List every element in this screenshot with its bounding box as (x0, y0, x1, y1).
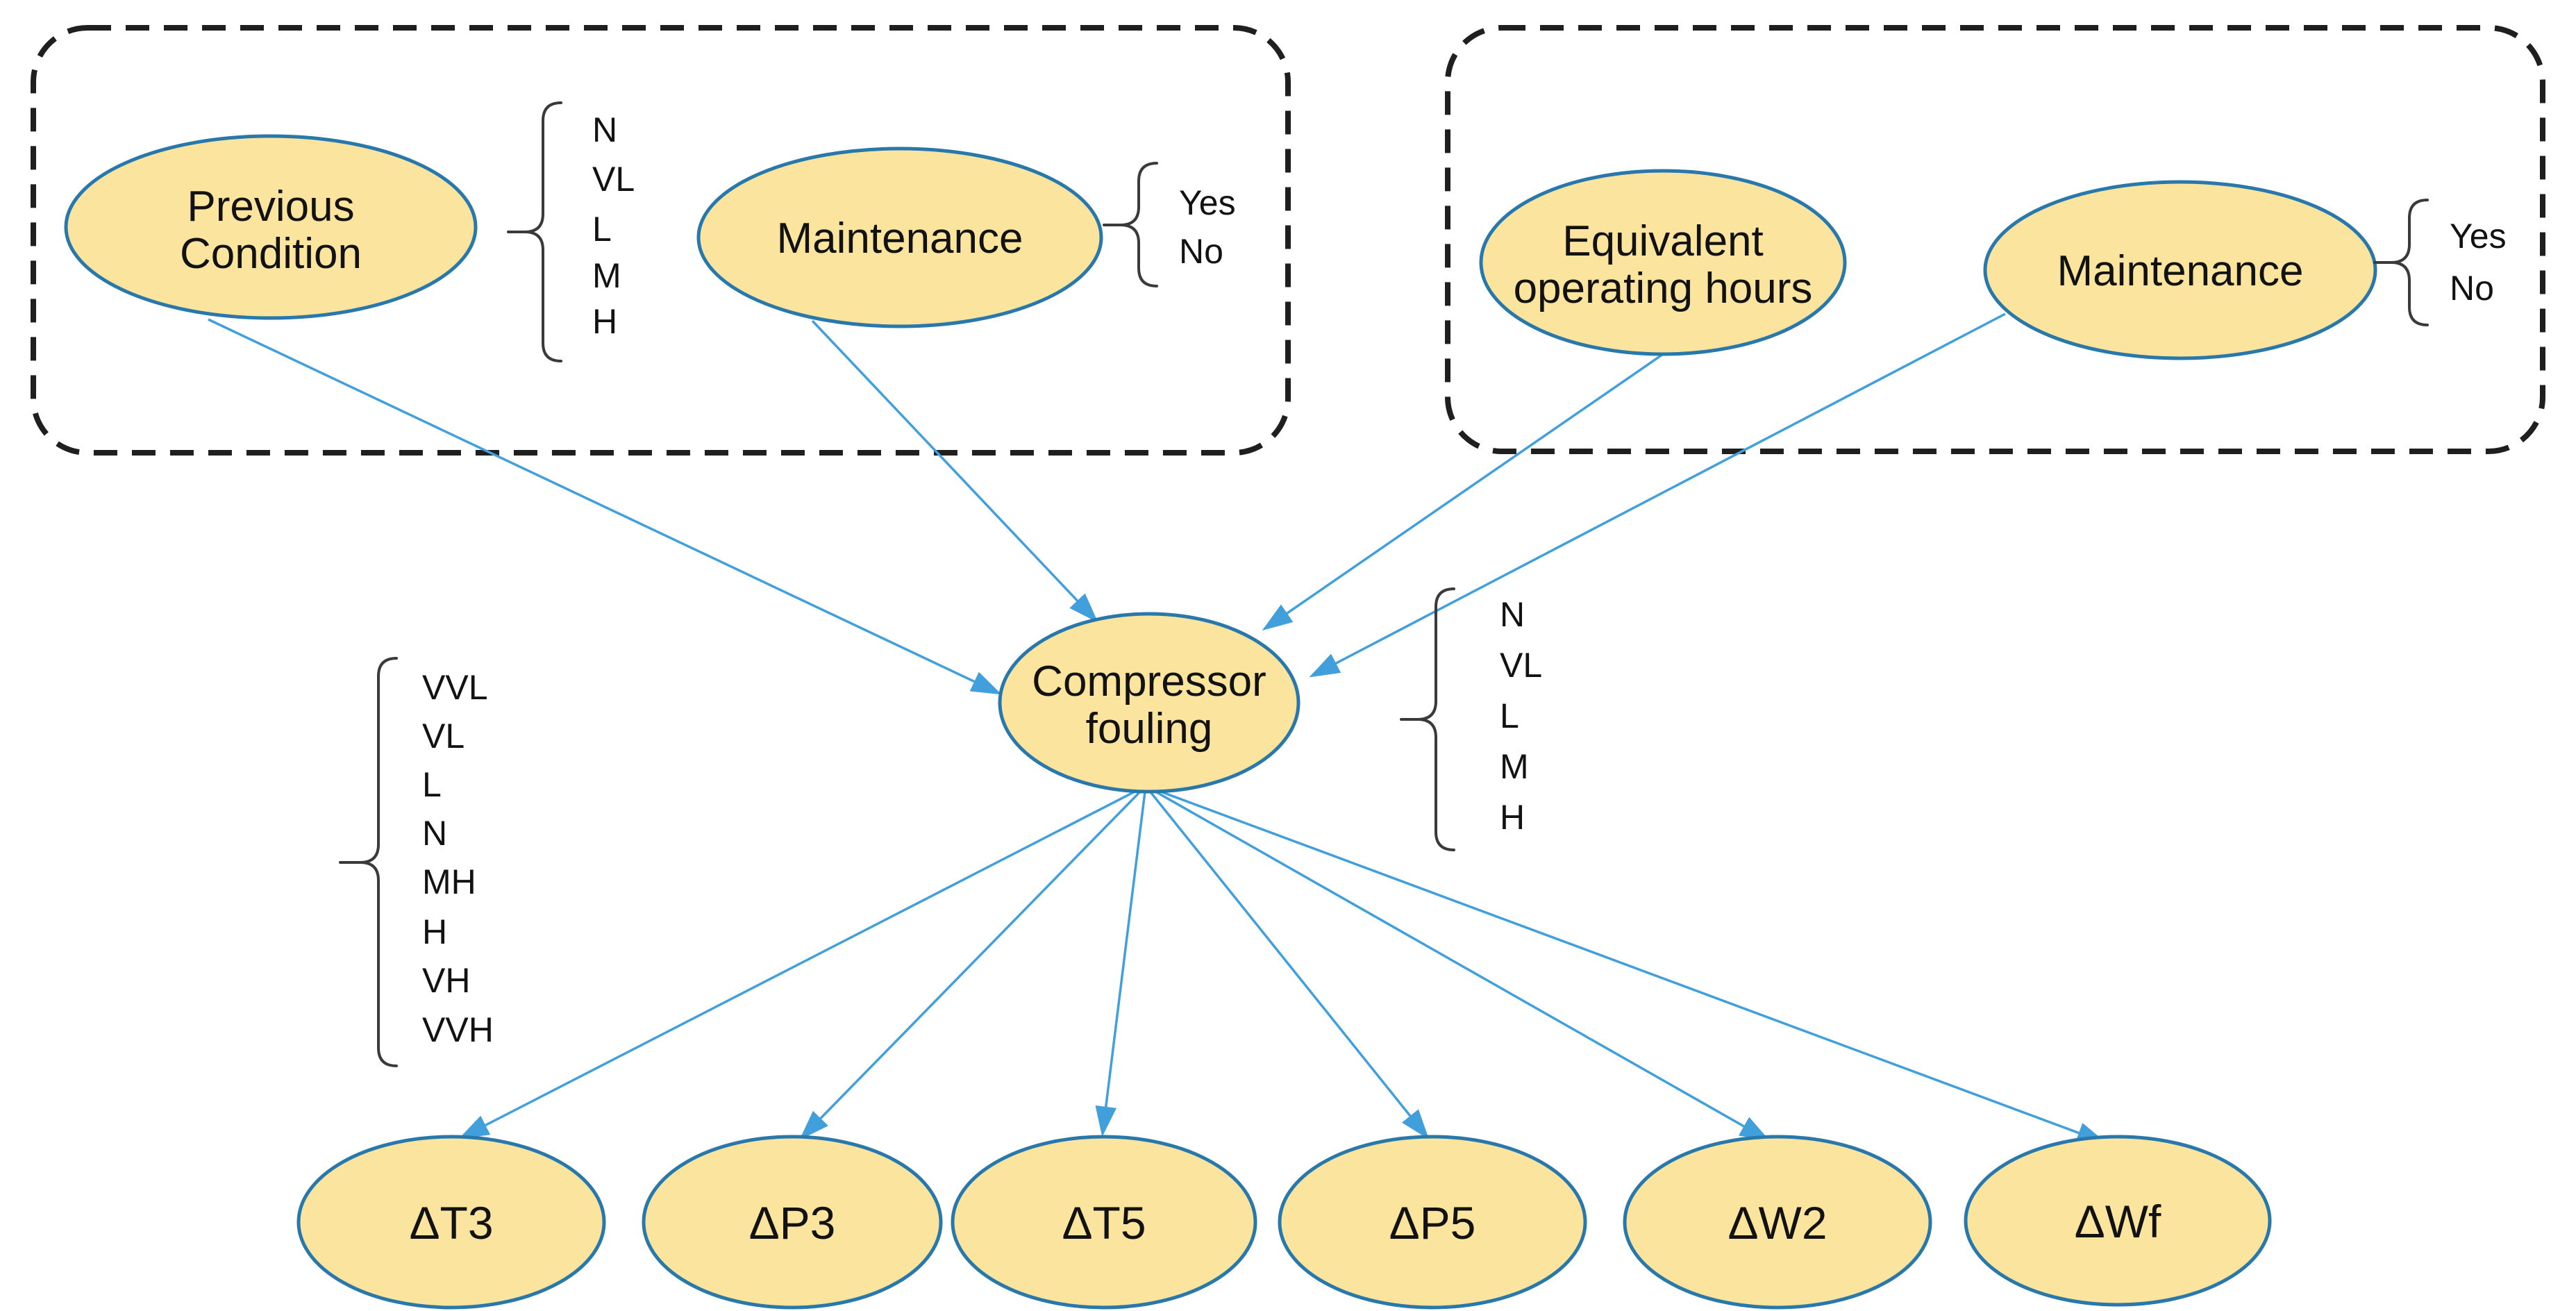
state-label: MH (422, 862, 476, 901)
maintenance-left-ellipse[interactable] (696, 147, 1103, 328)
delta-wf-label: ΔWf (2075, 1196, 2161, 1247)
brace-maintenance-left-states (1103, 162, 1158, 287)
state-label: No (2450, 269, 2494, 308)
delta-w2-label: ΔW2 (1728, 1197, 1827, 1249)
delta-p5-ellipse[interactable] (1278, 1135, 1587, 1310)
state-label: L (1500, 696, 1519, 735)
node-equivalent-operating-hours[interactable]: Equivalent operating hours (1479, 169, 1847, 356)
compressor-fouling-states: N VL L M H (1500, 595, 1542, 837)
equivalent-operating-hours-label-line2: operating hours (1514, 265, 1813, 312)
edge-maintenance-left-to-fouling (811, 319, 1098, 623)
state-label: VH (422, 961, 470, 1000)
delta-p3-ellipse[interactable] (642, 1135, 943, 1310)
delta-t3-label: ΔT3 (409, 1197, 493, 1249)
state-label: H (1500, 798, 1525, 837)
node-compressor-fouling[interactable]: Compressor fouling (998, 612, 1300, 794)
node-delta-wf[interactable]: ΔWf (1964, 1135, 2272, 1307)
compressor-fouling-label-line1: Compressor (1032, 658, 1266, 705)
delta-t3-ellipse[interactable] (296, 1135, 606, 1310)
previous-condition-ellipse[interactable] (64, 134, 478, 320)
maintenance-right-states: Yes No (2450, 217, 2507, 308)
edge-fouling-to-dp3 (799, 785, 1147, 1140)
state-label: Yes (2450, 217, 2507, 256)
previous-condition-label-line1: Previous (187, 183, 354, 231)
delta-p5-label: ΔP5 (1389, 1197, 1476, 1249)
equivalent-operating-hours-label-line1: Equivalent (1562, 217, 1764, 265)
delta-wf-ellipse[interactable] (1964, 1135, 2272, 1307)
maintenance-left-label: Maintenance (776, 215, 1023, 262)
brace-compressor-fouling-states (1400, 587, 1455, 851)
node-delta-p5[interactable]: ΔP5 (1278, 1135, 1587, 1310)
node-previous-condition[interactable]: Previous Condition (64, 134, 478, 320)
brace-previous-condition-states (507, 101, 562, 362)
maintenance-right-ellipse[interactable] (1983, 180, 2377, 360)
edge-fouling-to-dp5 (1144, 785, 1430, 1140)
equivalent-operating-hours-ellipse[interactable] (1479, 169, 1847, 356)
edge-previous-condition-to-fouling (208, 318, 1002, 695)
delta-w2-ellipse[interactable] (1623, 1135, 1932, 1310)
state-label: No (1179, 232, 1223, 271)
fouling-level-scale-states: VVL VL L N MH H VH VVH (422, 668, 494, 1049)
node-maintenance-left[interactable]: Maintenance (696, 147, 1103, 328)
brace-maintenance-right-states (2373, 199, 2429, 326)
state-label: VVH (422, 1010, 494, 1049)
left-group-box (31, 25, 1291, 456)
state-label: M (592, 256, 621, 295)
node-delta-w2[interactable]: ΔW2 (1623, 1135, 1932, 1310)
node-delta-t3[interactable]: ΔT3 (296, 1135, 606, 1310)
delta-t5-ellipse[interactable] (951, 1135, 1257, 1310)
state-label: VL (592, 160, 635, 199)
edge-operating-hours-to-fouling (1262, 351, 1666, 631)
compressor-fouling-ellipse[interactable] (998, 612, 1300, 794)
edge-fouling-to-dt5 (1095, 785, 1147, 1137)
previous-condition-states: N VL L M H (592, 110, 635, 341)
brace-fouling-level-scale (339, 657, 398, 1067)
state-label: H (592, 302, 617, 341)
node-maintenance-right[interactable]: Maintenance (1983, 180, 2377, 360)
state-label: Yes (1179, 183, 1236, 222)
state-label: VVL (422, 668, 488, 707)
node-delta-p3[interactable]: ΔP3 (642, 1135, 943, 1310)
previous-condition-label-line2: Condition (180, 230, 362, 278)
right-group-box (1445, 25, 2545, 454)
edge-maintenance-right-to-fouling (1309, 312, 2006, 678)
maintenance-right-label: Maintenance (2057, 247, 2303, 295)
state-label: N (422, 814, 447, 853)
state-label: L (592, 210, 612, 249)
state-label: H (422, 912, 447, 951)
delta-t5-label: ΔT5 (1062, 1197, 1146, 1249)
state-label: N (592, 110, 617, 149)
delta-p3-label: ΔP3 (749, 1197, 836, 1249)
edge-fouling-to-dt3 (458, 785, 1146, 1139)
maintenance-left-states: Yes No (1179, 183, 1236, 271)
state-label: VL (422, 717, 465, 755)
node-delta-t5[interactable]: ΔT5 (951, 1135, 1257, 1310)
state-label: N (1500, 595, 1525, 634)
edge-fouling-to-dw2 (1145, 785, 1771, 1142)
edge-fouling-to-dwf (1145, 785, 2107, 1144)
state-label: VL (1500, 646, 1542, 685)
state-label: M (1500, 747, 1529, 786)
compressor-fouling-label-line2: fouling (1086, 705, 1213, 753)
state-label: L (422, 765, 442, 804)
